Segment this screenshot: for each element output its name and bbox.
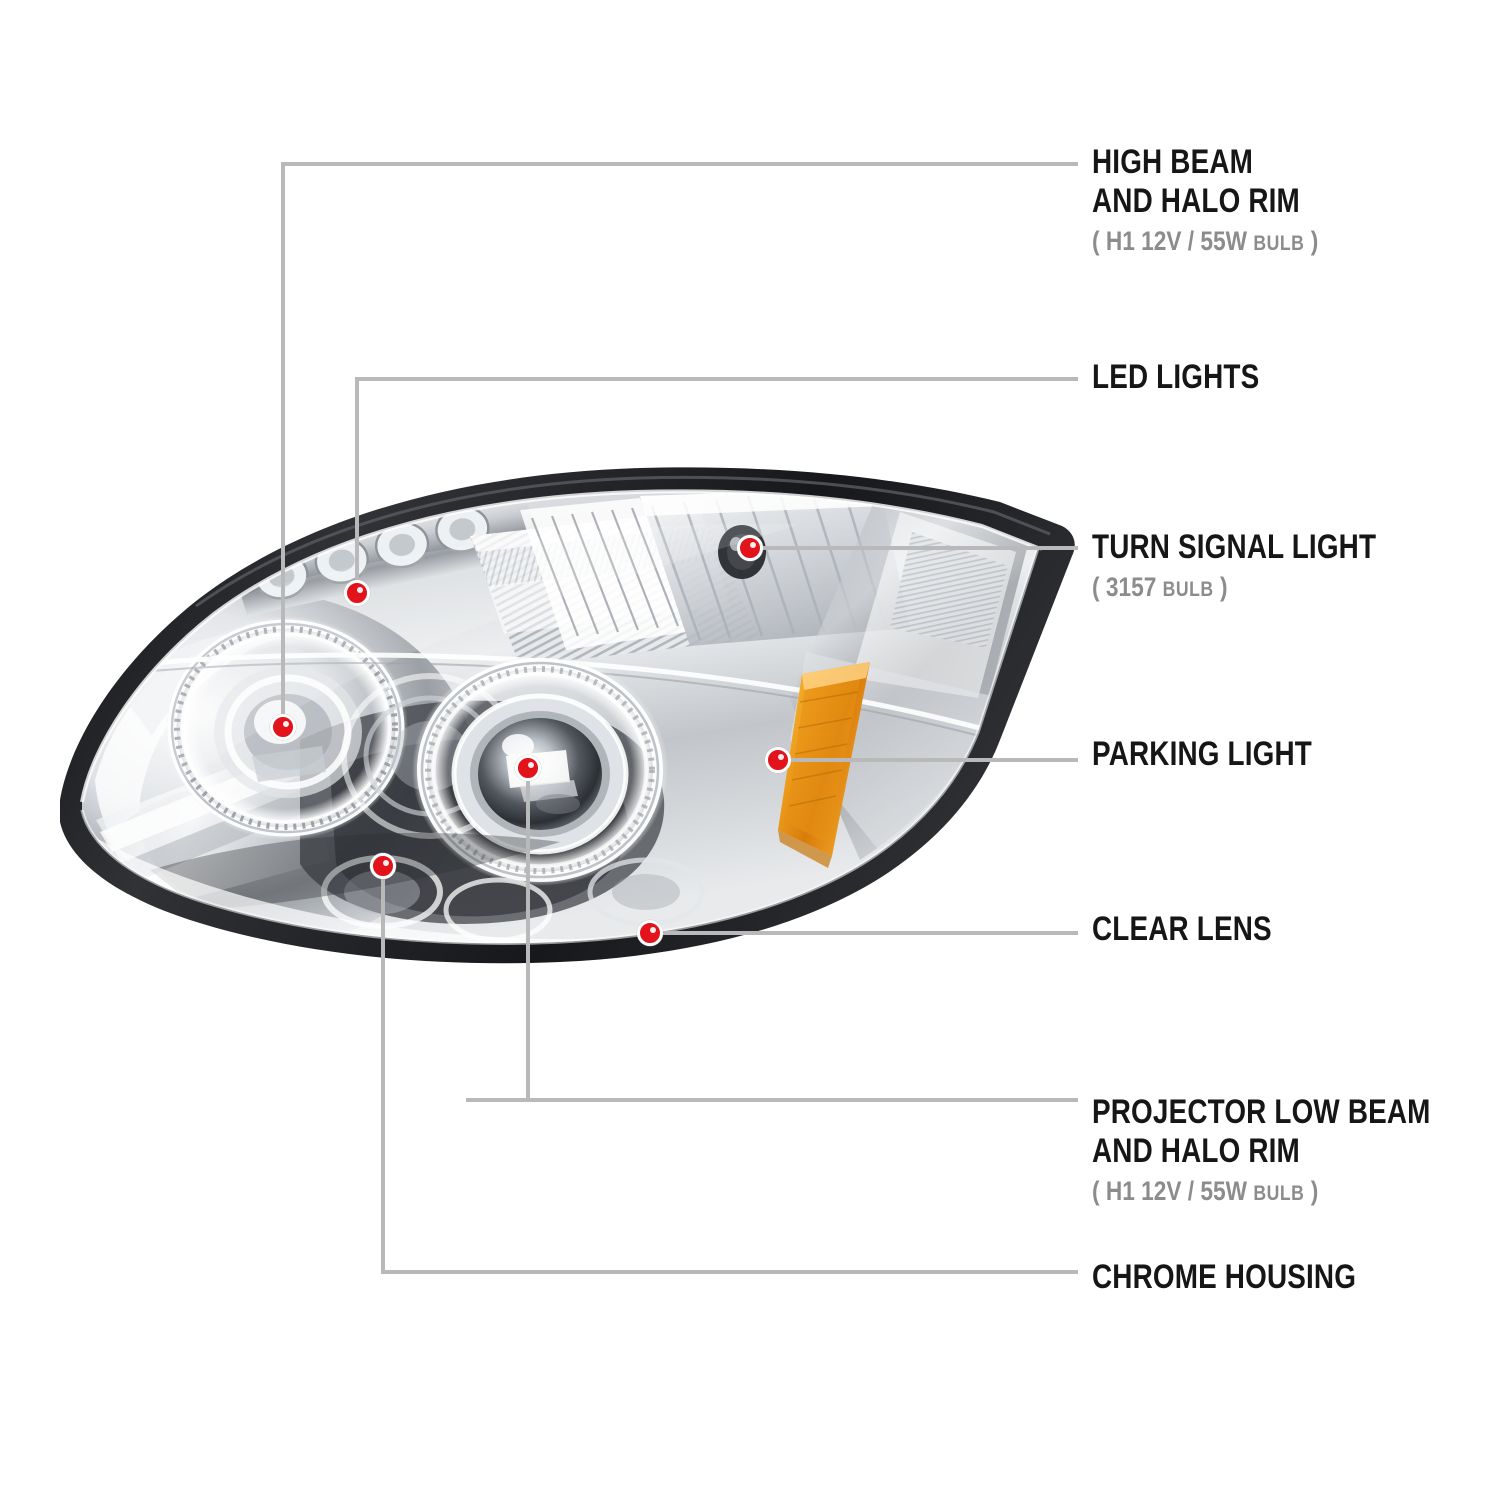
- marker-chrome-housing[interactable]: [370, 853, 396, 879]
- headlight-assembly-image: [0, 440, 1090, 1000]
- callout-led-lights-line1: LED LIGHTS: [1092, 358, 1260, 396]
- callout-turn-signal-bulb: ( 3157 BULB ): [1092, 571, 1228, 602]
- callout-clear-lens: CLEAR LENS: [1092, 910, 1311, 949]
- callout-high-beam-line2: AND HALO RIM: [1092, 181, 1300, 220]
- callout-parking-light: PARKING LIGHT: [1092, 735, 1360, 774]
- callout-projector-line1: PROJECTOR LOW BEAM: [1092, 1093, 1431, 1131]
- callout-projector-low-beam: PROJECTOR LOW BEAM AND HALO RIM ( H1 12V…: [1092, 1093, 1500, 1207]
- callout-turn-signal-line1: TURN SIGNAL LIGHT: [1092, 528, 1377, 566]
- callout-high-beam-bulb: ( H1 12V / 55W BULB ): [1092, 225, 1319, 256]
- callout-chrome-housing: CHROME HOUSING: [1092, 1258, 1414, 1297]
- callout-projector-bulb: ( H1 12V / 55W BULB ): [1092, 1175, 1319, 1206]
- marker-clear-lens[interactable]: [637, 920, 663, 946]
- marker-turn-signal[interactable]: [737, 535, 763, 561]
- callout-parking-light-line1: PARKING LIGHT: [1092, 735, 1313, 773]
- callout-clear-lens-line1: CLEAR LENS: [1092, 910, 1272, 948]
- marker-projector[interactable]: [515, 755, 541, 781]
- marker-high-beam[interactable]: [270, 714, 296, 740]
- callout-high-beam-line1: HIGH BEAM: [1092, 143, 1254, 181]
- callout-chrome-housing-line1: CHROME HOUSING: [1092, 1258, 1357, 1296]
- callout-projector-line2: AND HALO RIM: [1092, 1131, 1300, 1170]
- callout-high-beam: HIGH BEAM AND HALO RIM ( H1 12V / 55W BU…: [1092, 143, 1361, 257]
- callout-turn-signal: TURN SIGNAL LIGHT ( 3157 BULB ): [1092, 528, 1439, 603]
- marker-led-lights[interactable]: [344, 580, 370, 606]
- callout-led-lights: LED LIGHTS: [1092, 358, 1296, 397]
- marker-parking-light[interactable]: [765, 747, 791, 773]
